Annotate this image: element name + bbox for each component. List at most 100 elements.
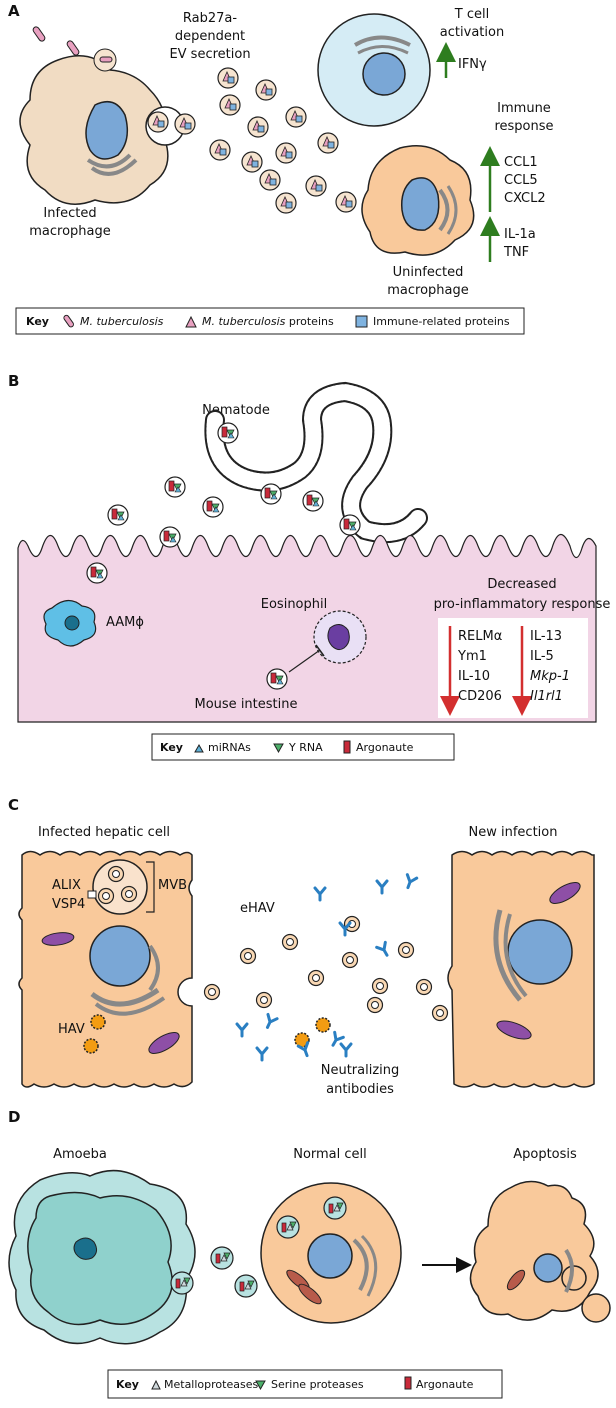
mtb-bacillus [32, 26, 46, 42]
nucleus [400, 177, 440, 231]
il13-label: IL-13 [530, 629, 562, 644]
golgi [353, 35, 411, 47]
alix-label: ALIX [52, 878, 81, 893]
key-metalloproteases: Metalloproteases [164, 1378, 258, 1391]
decreased-label-2: pro-inflammatory response [434, 597, 611, 612]
golgi [360, 1234, 378, 1297]
mtb-bacillus [99, 56, 113, 63]
inhibition-bar [315, 644, 325, 657]
infected-macrophage-label-2: macrophage [29, 224, 111, 239]
eosinophil-nucleus [327, 624, 350, 651]
hav-virion [315, 1017, 331, 1033]
key-title: Key [116, 1378, 139, 1391]
key-immune-proteins: Immune-related proteins [373, 315, 510, 328]
new-infection-label: New infection [469, 825, 558, 840]
golgi [94, 996, 166, 1016]
extracellular-vesicle [147, 111, 169, 133]
golgi [90, 987, 160, 1007]
hav-label: HAV [58, 1022, 85, 1037]
golgi [357, 45, 409, 55]
ev-secretion-label-2: dependent [175, 29, 245, 44]
hav-virion [90, 1014, 106, 1030]
key-box-a [15, 307, 525, 335]
ehav-label: eHAV [240, 901, 275, 916]
mtb-protein-key-icon [185, 315, 197, 328]
vsp4-label: VSP4 [52, 897, 85, 912]
key-argonaute: Argonaute [356, 741, 414, 754]
nucleus [533, 1253, 563, 1283]
nucleus [64, 615, 80, 631]
uninfected-macrophage-label-1: Uninfected [393, 265, 464, 280]
serine-protease-key-icon [255, 1380, 266, 1391]
key-mtb: M. tuberculosis [80, 315, 164, 328]
hav-virion [83, 1038, 99, 1054]
mkp1-label: Mkp-1 [530, 669, 570, 684]
ym1-label: Ym1 [457, 649, 487, 664]
ehav-cloud [203, 915, 449, 1022]
relm-label: RELMα [458, 629, 502, 644]
alix-vsp4-marker [87, 890, 97, 899]
amoeba-label: Amoeba [53, 1147, 107, 1162]
t-cell-nucleus [362, 52, 406, 96]
decreased-label-1: Decreased [487, 577, 556, 592]
ev-secretion-label-1: Rab27a- [183, 11, 237, 26]
key-serine-proteases: Serine proteases [271, 1378, 364, 1391]
mtb-bacillus [66, 40, 80, 56]
il1rl1-label: Il1rl1 [530, 689, 563, 704]
neutralizing-label-1: Neutralizing [321, 1063, 400, 1078]
mvb-bracket [146, 861, 155, 913]
golgi [438, 188, 450, 232]
key-mirna: miRNAs [208, 741, 251, 754]
neutralizing-label-2: antibodies [326, 1082, 394, 1097]
ifng-label: IFNγ [458, 57, 487, 72]
key-title: Key [160, 741, 183, 754]
mitochondrion [549, 882, 581, 904]
apoptosis-label: Apoptosis [513, 1147, 577, 1162]
key-yrna: Y RNA [288, 741, 323, 754]
golgi [564, 1248, 574, 1293]
intraluminal-vesicle [97, 887, 115, 905]
golgi [446, 185, 458, 235]
nucleus [85, 100, 129, 160]
metalloprotease-key-icon [151, 1379, 161, 1390]
golgi [503, 913, 528, 998]
t-cell-activation-label-1: T cell [454, 7, 489, 22]
inhibition-line [288, 649, 321, 673]
extracellular-vesicle [323, 1196, 347, 1220]
mitochondrion [41, 932, 75, 946]
panel-a-letter: A [8, 2, 20, 20]
mvb-label: MVB [158, 878, 187, 893]
il1a-label: IL-1a [504, 227, 536, 242]
extracellular-vesicle [174, 113, 196, 135]
mitochondrion [506, 1269, 526, 1291]
cd206-label: CD206 [458, 689, 502, 704]
golgi [352, 1238, 369, 1291]
ev-secretion-label-3: EV secretion [169, 47, 250, 62]
mirna-key-icon [194, 743, 204, 753]
mouse-intestine-label: Mouse intestine [195, 697, 298, 712]
mitochondrion [148, 1032, 180, 1054]
golgi [90, 158, 138, 176]
yrna-key-icon [273, 743, 284, 754]
cxcl2-label: CXCL2 [504, 191, 546, 206]
ccl5-label: CCL5 [504, 173, 538, 188]
immune-protein-key-icon [355, 315, 368, 328]
panel-c-letter: C [8, 796, 19, 814]
key-box-b [151, 733, 455, 761]
nucleus [307, 1233, 353, 1279]
aam-label: AAMϕ [106, 615, 144, 630]
argonaute-key-icon [404, 1376, 412, 1390]
golgi [493, 909, 522, 1002]
intraluminal-vesicle [107, 865, 125, 883]
key-box-d [107, 1369, 503, 1399]
infected-hepatic-label: Infected hepatic cell [38, 825, 170, 840]
extracellular-vesicle [276, 1215, 300, 1239]
key-title: Key [26, 315, 49, 328]
amoeba-inner [27, 1191, 173, 1326]
amoeba-nucleus [73, 1237, 98, 1260]
normal-cell-label: Normal cell [293, 1147, 367, 1162]
il5-label: IL-5 [530, 649, 554, 664]
nucleus [89, 925, 151, 987]
intraluminal-vesicle [120, 885, 138, 903]
